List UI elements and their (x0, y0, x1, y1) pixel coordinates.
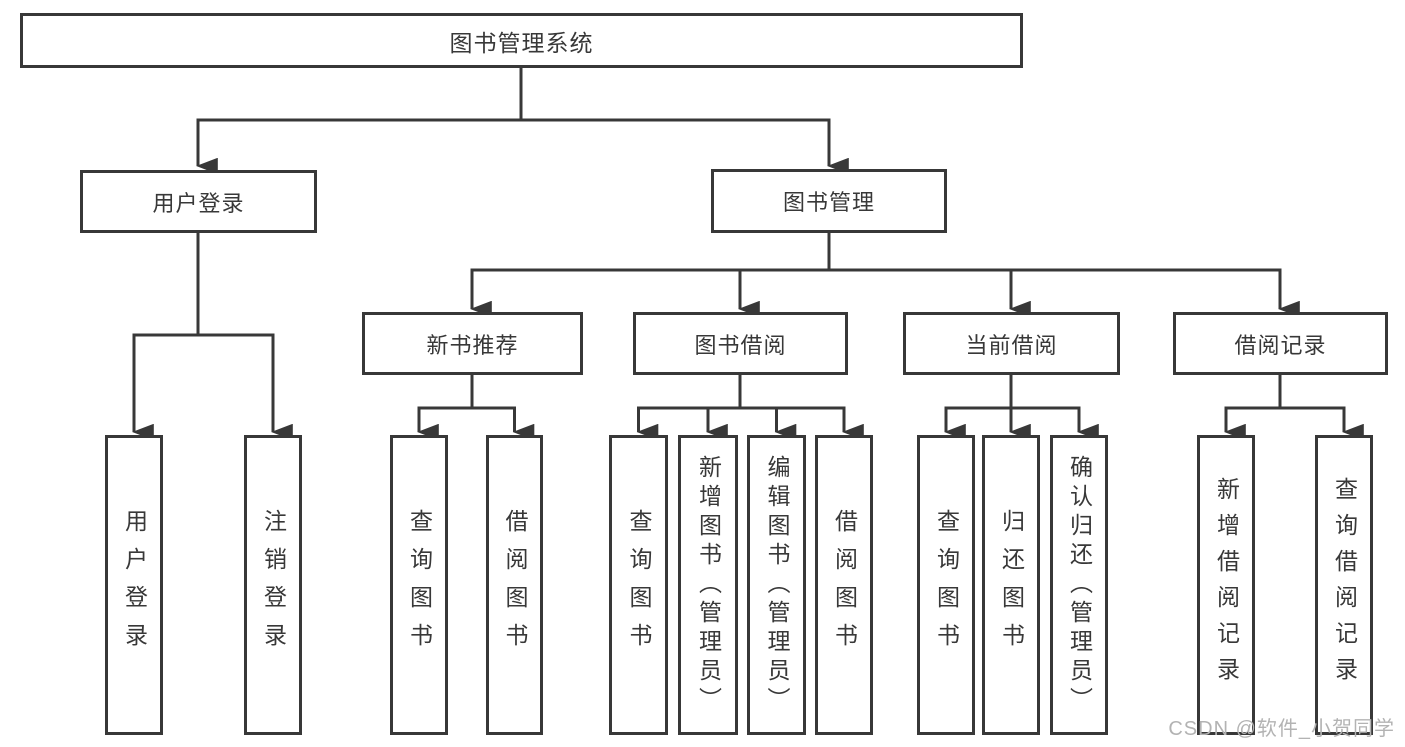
leaf-add-books-admin: 新增图书（管理员） (678, 435, 738, 735)
connector-user-login-to-leaves (132, 232, 293, 441)
leaf-query-books-newbook: 查询图书 (390, 435, 448, 735)
connector-new-book-to-leaves (417, 375, 535, 441)
connector-borrow-record-to-leaves (1224, 375, 1364, 441)
connector-root-to-level2 (196, 68, 849, 175)
node-current-borrowing: 当前借阅 (903, 312, 1120, 375)
leaf-borrow-books-newbook: 借阅图书 (486, 435, 543, 735)
connector-book-mgmt-to-level3 (470, 233, 1300, 318)
leaf-edit-books-admin: 编辑图书（管理员） (747, 435, 806, 735)
leaf-query-books-borrow: 查询图书 (609, 435, 668, 735)
leaf-add-borrow-record: 新增借阅记录 (1197, 435, 1255, 735)
connector-book-borrow-to-leaves (636, 375, 864, 441)
leaf-logout: 注销登录 (244, 435, 302, 735)
node-book-management: 图书管理 (711, 169, 947, 233)
leaf-confirm-return-admin: 确认归还（管理员） (1050, 435, 1108, 735)
node-user-login: 用户登录 (80, 170, 317, 233)
node-book-borrowing: 图书借阅 (633, 312, 848, 375)
node-new-book-recommend: 新书推荐 (362, 312, 583, 375)
csdn-watermark: CSDN @软件_小贺同学 (1168, 718, 1395, 740)
node-borrowing-records: 借阅记录 (1173, 312, 1388, 375)
connector-current-borrow-to-leaves (944, 375, 1099, 441)
leaf-user-login: 用户登录 (105, 435, 163, 735)
node-library-management-system: 图书管理系统 (20, 13, 1023, 68)
leaf-query-books-current: 查询图书 (917, 435, 975, 735)
leaf-borrow-books: 借阅图书 (815, 435, 873, 735)
leaf-query-borrow-record: 查询借阅记录 (1315, 435, 1373, 735)
leaf-return-books: 归还图书 (982, 435, 1040, 735)
